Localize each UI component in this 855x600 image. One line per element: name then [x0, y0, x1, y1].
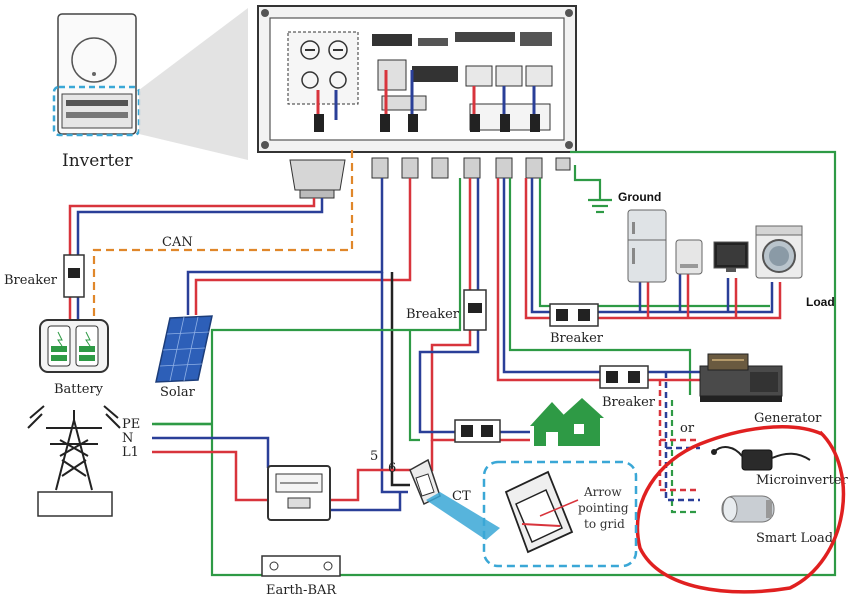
- can-label: CAN: [162, 235, 193, 250]
- screw-icon: [261, 9, 269, 17]
- grid-cable: [380, 178, 530, 494]
- l1-label: L1: [122, 445, 139, 460]
- generator-icon: [699, 353, 783, 402]
- cable-glands: [289, 157, 571, 199]
- inverter-label: Inverter: [62, 151, 133, 171]
- inverter-thumbnail: Inverter: [52, 8, 248, 171]
- house-icon: [530, 398, 604, 446]
- microinverter-icon: [711, 446, 811, 471]
- zoom-projection: [139, 8, 248, 160]
- pole-base: [37, 491, 113, 517]
- solar-label: Solar: [160, 385, 196, 400]
- ct-label: CT: [452, 489, 471, 504]
- ct-zoom-box: [482, 460, 638, 568]
- grid-breaker: [463, 289, 487, 331]
- solar-panel-icon: [155, 315, 213, 383]
- load-label: Load: [806, 295, 835, 309]
- inverter-terminal-box: [257, 5, 577, 153]
- highlight-circle: [635, 425, 846, 594]
- energy-meter-icon: [267, 465, 331, 521]
- ct-arrow-line: [539, 499, 579, 517]
- microinverter-label: Microinverter: [756, 473, 848, 488]
- load-breaker-label: Breaker: [550, 331, 604, 346]
- battery-icon: [39, 319, 109, 373]
- can-cable: [92, 150, 354, 318]
- screw-icon: [565, 9, 573, 17]
- earth-bar: [261, 555, 341, 577]
- n-label: N: [122, 431, 133, 446]
- water-heater-icon: [675, 239, 703, 275]
- load-breaker: [549, 303, 599, 327]
- washing-machine-icon: [755, 225, 803, 279]
- ct-note-line-3: to grid: [584, 517, 625, 531]
- battery-label: Battery: [54, 382, 104, 397]
- terminal-6-label: 6: [388, 461, 396, 476]
- ct-callout-beam: [426, 492, 500, 540]
- generator-breaker-label: Breaker: [602, 395, 656, 410]
- earth-cable: [155, 150, 837, 577]
- generator-label: Generator: [754, 411, 822, 426]
- battery-breaker-label: Breaker: [4, 273, 58, 288]
- generator-cable: [496, 178, 700, 502]
- terminal-5-label: 5: [370, 449, 378, 464]
- utility-pole-icon: [27, 405, 121, 491]
- generator-breaker: [599, 365, 649, 389]
- grid-breaker-label: Breaker: [406, 307, 460, 322]
- utility-lines: [152, 422, 434, 512]
- ct-note-line-2: pointing: [578, 501, 629, 515]
- television-icon: [713, 241, 749, 272]
- solar-cable: [186, 178, 412, 315]
- battery-cable: [68, 198, 324, 320]
- earth-bar-label: Earth-BAR: [266, 583, 337, 598]
- ground-symbol-icon: [588, 198, 612, 214]
- ground-label: Ground: [618, 190, 661, 204]
- or-label: or: [680, 421, 695, 436]
- ct-note-line-1: Arrow: [583, 485, 622, 499]
- house-breaker: [454, 419, 501, 443]
- smart-load-label: Smart Load: [756, 531, 833, 546]
- load-cable: [524, 178, 782, 320]
- refrigerator-icon: [627, 209, 667, 283]
- smart-load-icon: [721, 495, 775, 523]
- screw-icon: [565, 141, 573, 149]
- screw-icon: [261, 141, 269, 149]
- ct-clamp-large-icon: [504, 470, 574, 554]
- battery-breaker: [63, 254, 85, 298]
- pe-label: PE: [122, 417, 140, 432]
